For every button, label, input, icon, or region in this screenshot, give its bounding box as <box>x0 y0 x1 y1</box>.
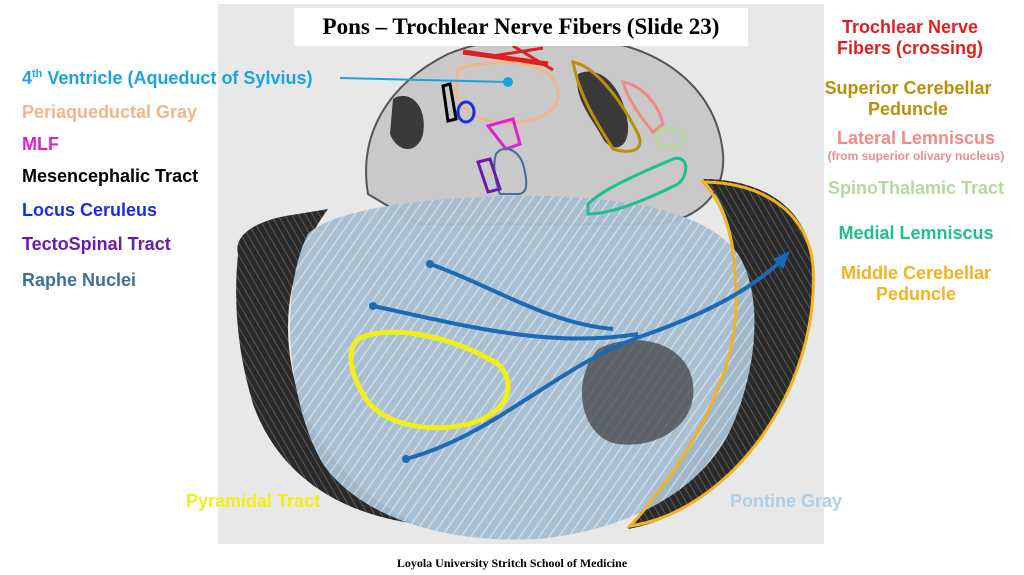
pyramidal-outline <box>348 329 511 431</box>
basilar-pons-tint <box>290 195 755 540</box>
tegmental-dark-left <box>390 95 424 149</box>
periaqueductal-gray-outline <box>454 61 560 125</box>
fiber-arrow-top-start <box>426 260 434 268</box>
tegmental-dark-right <box>577 71 629 148</box>
cerebellum-left <box>236 209 418 524</box>
label-pontine-gray: Pontine Gray <box>730 491 843 511</box>
scp-outline <box>571 60 642 153</box>
trochlear-crossing-marker <box>462 44 554 72</box>
label-lateral-lemniscus: Lateral Lemniscus(from superior olivary … <box>827 128 1005 163</box>
label-medial-lemniscus: Medial Lemniscus <box>838 223 994 243</box>
spinothalamic-outline <box>654 126 686 150</box>
label-locus-ceruleus: Locus Ceruleus <box>22 200 158 220</box>
cerebellum-right <box>628 179 814 529</box>
mesencephalic-outline <box>441 82 458 123</box>
mlf-outline <box>485 117 522 151</box>
fiber-arrow-middle-start <box>369 302 377 310</box>
fiber-arrow-middle <box>372 304 639 341</box>
fiber-arrowhead <box>773 251 790 269</box>
mcp-outline <box>626 180 815 529</box>
label-pyramidal-tract: Pyramidal Tract <box>186 491 321 511</box>
label-mesencephalic-tract: Mesencephalic Tract <box>22 166 199 186</box>
label-raphe-nuclei: Raphe Nuclei <box>22 270 137 290</box>
ventricle-marker <box>503 77 513 87</box>
fiber-arrow-bottom-start <box>402 455 410 463</box>
tectospinal-outline <box>476 157 502 194</box>
right-pontine-nucleus <box>581 340 694 445</box>
label-periaqueductal-gray: Periaqueductal Gray <box>22 102 198 122</box>
fiber-arrow-bottom <box>405 254 788 461</box>
pons-section-diagram <box>218 4 824 544</box>
label-spinothalamic-tract: SpinoThalamic Tract <box>827 178 1005 198</box>
footer-credit: Loyola University Stritch School of Medi… <box>396 556 628 570</box>
slide-title: Pons – Trochlear Nerve Fibers (Slide 23) <box>294 8 748 46</box>
label-mlf: MLF <box>22 134 59 154</box>
locus-ceruleus-outline <box>456 100 476 124</box>
fiber-arrow-top <box>429 262 614 331</box>
label-ventricle: 4th Ventricle (Aqueduct of Sylvius) <box>22 68 313 88</box>
lateral-lemniscus-outline <box>620 80 665 135</box>
label-tectospinal-tract: TectoSpinal Tract <box>22 234 171 254</box>
medial-lemniscus-outline <box>586 156 688 216</box>
